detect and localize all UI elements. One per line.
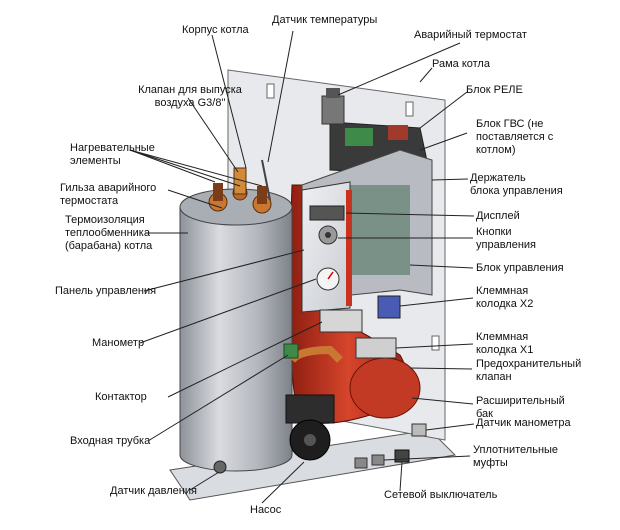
label-inlet-tube: Входная трубка bbox=[70, 435, 151, 447]
label-terminal-x2: Клеммная колодка X2 bbox=[476, 285, 534, 310]
label-air-valve: Клапан для выпуска воздуха G3/8" bbox=[138, 84, 242, 109]
pump-housing bbox=[285, 394, 335, 424]
manometer-needle bbox=[327, 271, 334, 280]
contactor bbox=[319, 309, 363, 333]
label-pump: Насос bbox=[250, 504, 282, 516]
label-control-panel: Панель управления bbox=[55, 285, 157, 297]
label-manometer: Манометр bbox=[92, 337, 145, 349]
thermostat-cap bbox=[326, 88, 340, 98]
label-frame: Рама котла bbox=[432, 58, 490, 70]
label-mains-switch: Сетевой выключатель bbox=[384, 489, 498, 501]
label-contactor: Контактор bbox=[95, 391, 147, 403]
frame-slot bbox=[405, 101, 414, 117]
label-temp-sensor: Датчик температуры bbox=[272, 14, 378, 26]
expansion-tank bbox=[349, 357, 421, 419]
air-valve bbox=[233, 167, 247, 195]
label-dhw-block: Блок ГВС (не поставляется с котлом) bbox=[476, 118, 554, 156]
label-manometer-sensor: Датчик манометра bbox=[476, 417, 571, 429]
manometer-sensor bbox=[411, 423, 427, 437]
label-korpus: Корпус котла bbox=[182, 24, 249, 36]
button-center bbox=[325, 232, 331, 238]
terminal-block-x1 bbox=[355, 337, 397, 359]
label-sleeve: Гильза аварийного термостата bbox=[60, 182, 157, 207]
label-couplings: Уплотнительные муфты bbox=[473, 444, 559, 469]
relay-red bbox=[388, 125, 408, 140]
relay-green bbox=[345, 128, 373, 146]
terminal-block-x2 bbox=[377, 295, 401, 319]
display bbox=[309, 205, 345, 221]
pressure-sensor bbox=[213, 460, 227, 474]
pump-hub bbox=[304, 434, 316, 446]
base-plate bbox=[169, 429, 457, 501]
label-holder: Держатель блока управления bbox=[470, 172, 563, 197]
drum-body bbox=[179, 206, 293, 472]
label-heating-elements: Нагревательные элементы bbox=[70, 142, 155, 167]
inlet-green-cap bbox=[283, 343, 299, 359]
leader-lines bbox=[129, 30, 475, 504]
temp-sensor bbox=[261, 159, 271, 201]
label-relay-block: Блок РЕЛЕ bbox=[466, 84, 523, 96]
label-expansion-tank: Расширительный бак bbox=[476, 395, 565, 420]
label-safety-valve: Предохранительный клапан bbox=[476, 358, 582, 383]
emergency-thermostat bbox=[321, 95, 345, 125]
label-terminal-x1: Клеммная колодка X1 bbox=[476, 331, 534, 356]
label-buttons: Кнопки управления bbox=[476, 226, 536, 251]
control-panel bbox=[301, 181, 351, 313]
label-insulation: Термоизоляция теплообменника (барабана) … bbox=[65, 214, 153, 252]
label-pressure-sensor: Датчик давления bbox=[110, 485, 197, 497]
label-emergency-thermostat: Аварийный термостат bbox=[414, 29, 527, 41]
panel-red-strip bbox=[346, 190, 352, 306]
frame-slot bbox=[266, 83, 275, 99]
label-control-unit: Блок управления bbox=[476, 262, 564, 274]
control-board bbox=[350, 185, 410, 275]
mains-switch bbox=[394, 449, 410, 463]
frame-slot bbox=[431, 335, 440, 351]
label-display: Дисплей bbox=[476, 210, 520, 222]
